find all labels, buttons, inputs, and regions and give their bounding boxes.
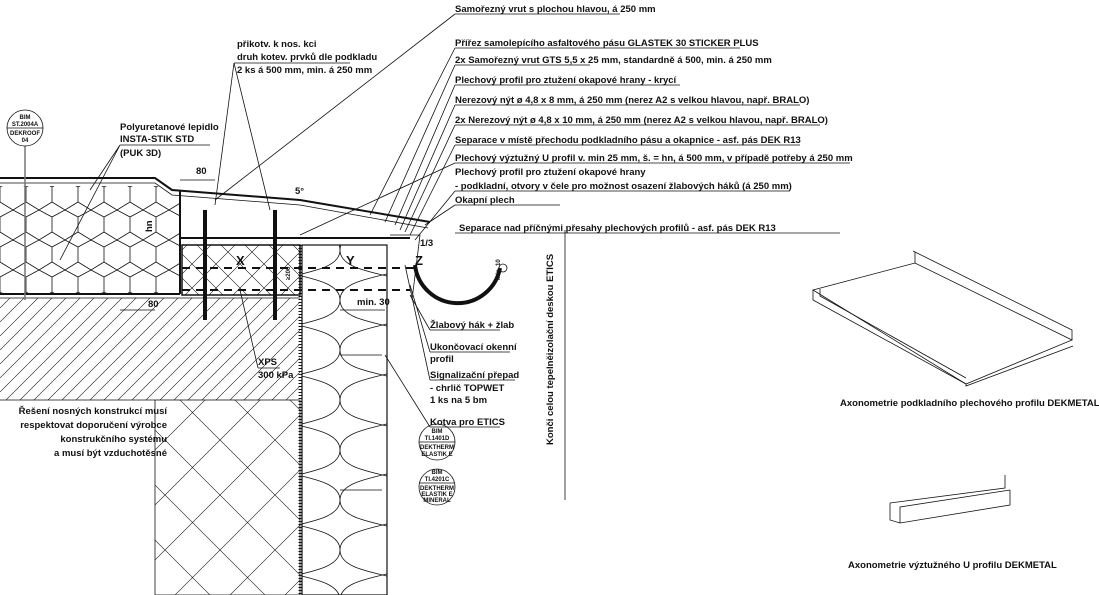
label-screw-flat-head: Samořezný vrut s plochou hlavou, á 250 m…	[455, 4, 656, 15]
label-etics-end: Konči celou tepelněizolační deskou ETICS	[545, 254, 556, 445]
tag-text: ST.2004A	[12, 122, 39, 128]
dim-min30: min. 30	[357, 297, 390, 308]
label-cover-profile: Plechový profil pro ztužení okapové hran…	[455, 75, 677, 86]
label-drip-edge: Okapní plech	[455, 195, 515, 206]
dim-z: Z	[415, 253, 423, 268]
caption-axo-u: Axonometrie výztužného U profilu DEKMETA…	[848, 560, 1057, 571]
label-overflow-3: 1 ks na 5 bm	[430, 395, 487, 406]
label-glastek-cut: Přířez samolepícího asfaltového pásu GLA…	[455, 38, 759, 49]
label-overflow-1: Signalizační přepad	[430, 370, 519, 381]
label-adhesive-2: INSTA-STIK STD	[120, 134, 194, 145]
gutter	[390, 234, 508, 306]
note-line-1: Řešení nosných konstrukcí musí	[19, 405, 168, 417]
label-window-profile-1: Ukončovací okenní	[430, 342, 517, 353]
concrete-slab	[0, 297, 300, 401]
tag-text: ELASTIK E	[421, 452, 452, 458]
label-overflow-2: - chrlič TOPWET	[430, 383, 504, 394]
dim-angle: 5°	[295, 186, 304, 197]
tag-wall-1: BIM TI.1401D DEKTHERM ELASTIK E	[418, 423, 456, 461]
dim-x: X	[236, 253, 245, 268]
label-rivet-10: 2x Nerezový nýt ø 4,8 x 10 mm, á 250 mm …	[455, 115, 828, 126]
tag-text: BIM	[432, 429, 443, 435]
masonry-wall	[154, 399, 301, 595]
label-adhesive-1: Polyuretanové lepidlo	[120, 122, 219, 133]
note-line-2: respektovat doporučení výrobce	[20, 420, 167, 431]
label-anchor-2: druh kotev. prvků dle podkladu	[237, 52, 377, 63]
label-adhesive-3: (PUK 3D)	[120, 148, 161, 159]
dim-80-top: 80	[196, 166, 207, 177]
callout-labels: Samořezný vrut s plochou hlavou, á 250 m…	[19, 4, 853, 459]
label-base-profile-2: - podkladní, otvory v čele pro možnost o…	[455, 181, 792, 192]
tag-text: BIM	[20, 115, 31, 121]
tag-roof: BIM ST.2004A DEKROOF 04	[6, 109, 44, 147]
note-line-3: konstrukčního systému	[60, 434, 167, 445]
tag-text: DEKTHERM	[420, 486, 454, 492]
axo-u-profile	[889, 475, 1011, 524]
tag-text: MINERAL	[423, 498, 451, 504]
dim-third: 1/3	[420, 238, 433, 249]
label-anchor-1: přikotv. k nos. kci	[237, 39, 317, 50]
label-window-profile-2: profil	[430, 354, 454, 365]
label-rivet-8: Nerezový nýt ø 4,8 x 8 mm, á 250 mm (ner…	[455, 95, 809, 106]
label-separation-transition: Separace v místě přechodu podkladního pá…	[455, 135, 801, 146]
tag-text: DEKTHERM	[420, 445, 454, 451]
label-gutter: Žlabový hák + žlab	[430, 319, 514, 331]
label-anchor-3: 2 ks á 500 mm, min. á 250 mm	[237, 65, 372, 76]
caption-axo-base: Axonometrie podkladního plechového profi…	[840, 398, 1099, 409]
label-xps-2: 300 kPa	[258, 370, 294, 381]
roof-insulation	[0, 177, 431, 295]
tag-text: TI.1401D	[425, 436, 450, 442]
tag-text: DEKROOF	[10, 131, 40, 137]
axo-base-profile	[811, 250, 1074, 387]
etics-insulation	[298, 244, 388, 595]
tag-text: ELASTIK E	[421, 492, 452, 498]
tag-text: 04	[22, 138, 29, 144]
tag-text: BIM	[432, 470, 443, 476]
note-line-4: a musí být vzduchotěsné	[54, 448, 167, 459]
label-separation-overlap: Separace nad příčnými přesahy plechových…	[459, 223, 776, 234]
label-etics-anchor: Kotva pro ETICS	[430, 417, 505, 428]
dim-min10: min. 10	[496, 259, 502, 280]
label-u-profile: Plechový výztužný U profil v. min 25 mm,…	[455, 153, 853, 164]
tag-text: TI.4201C	[425, 477, 450, 483]
tag-wall-2: BIM TI.4201C DEKTHERM ELASTIK E MINERAL	[418, 468, 456, 506]
dim-y: Y	[346, 253, 355, 268]
anchors	[203, 210, 382, 491]
dim-80-bottom: 80	[148, 299, 159, 310]
dimensions: 80 5° hn X Y Z 1/3 ≥200 min. 10 80 min. …	[120, 166, 502, 311]
dim-hn: hn	[144, 220, 155, 232]
leader-lines	[24, 13, 850, 428]
label-gts-screw: 2x Samořezný vrut GTS 5,5 x 25 mm, stand…	[455, 55, 772, 66]
label-xps-1: XPS	[258, 357, 277, 368]
dim-200: ≥200	[286, 266, 292, 280]
label-base-profile-1: Plechový profil pro ztužení okapové hran…	[455, 167, 646, 178]
dashed-line	[182, 267, 420, 291]
